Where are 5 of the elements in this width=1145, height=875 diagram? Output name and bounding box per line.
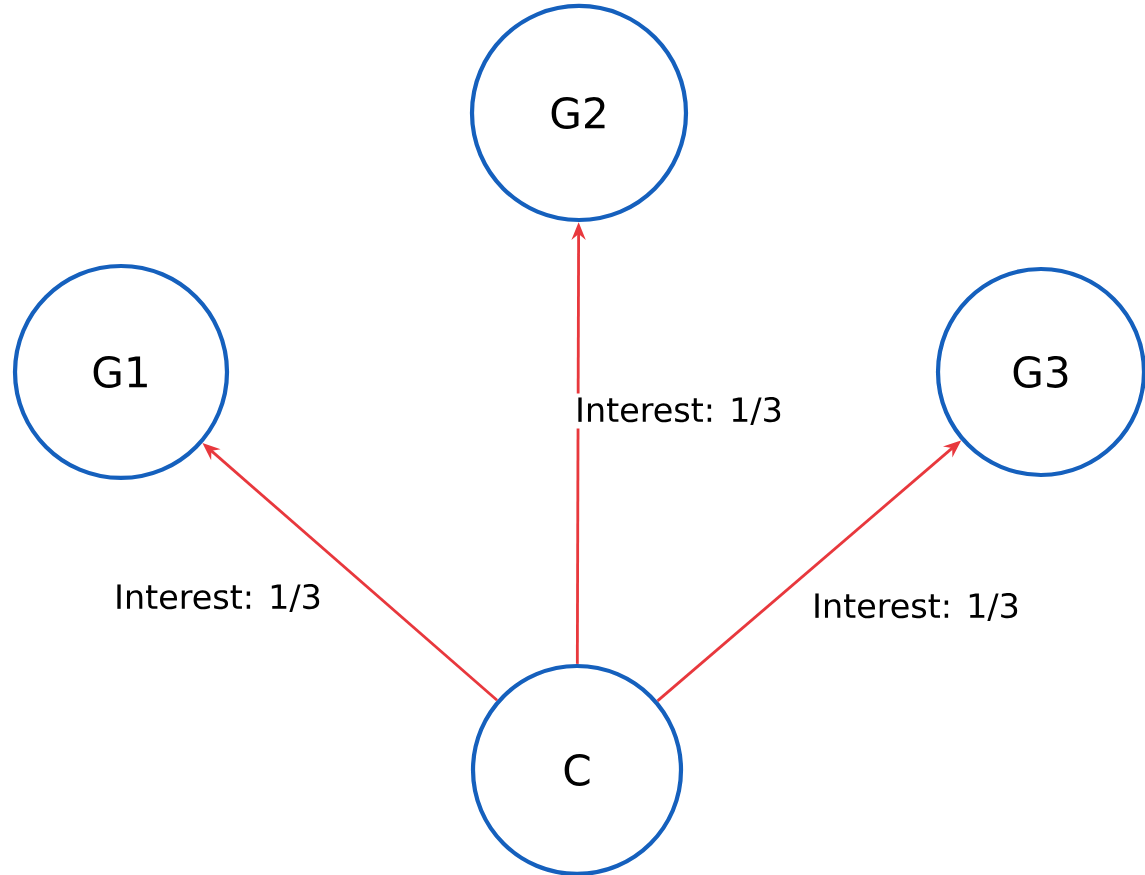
- edge-label: Interest: 1/3: [571, 393, 787, 429]
- edge-label: Interest: 1/3: [808, 589, 1024, 625]
- edge-label: Interest: 1/3: [110, 580, 326, 616]
- circle-node: G1: [12, 263, 230, 481]
- circle-node: G2: [469, 3, 689, 223]
